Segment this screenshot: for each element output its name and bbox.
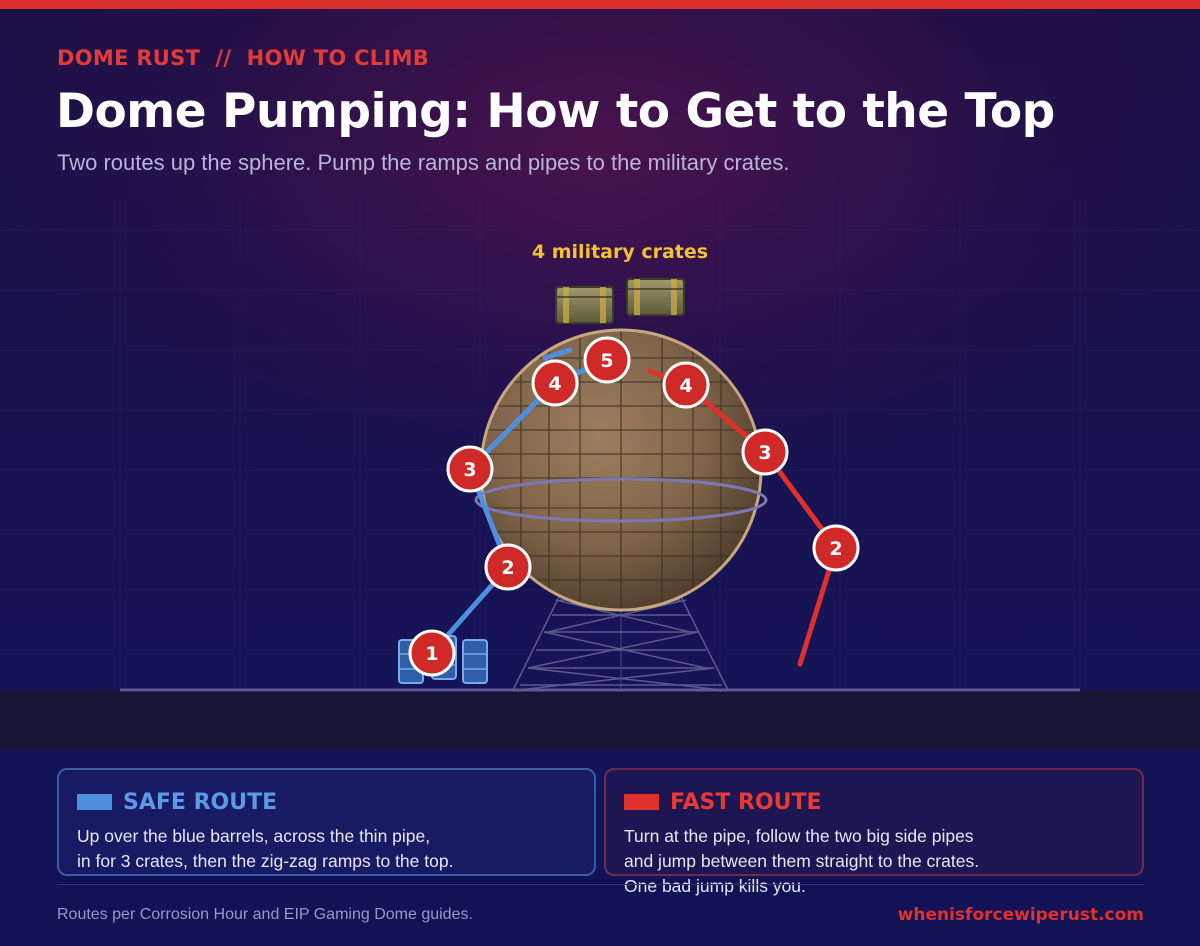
route-marker-fast-4: 4 <box>662 361 710 409</box>
safe-route-markers: 1 2 3 4 5 <box>408 336 631 677</box>
marker-number: 4 <box>679 375 692 397</box>
marker-number: 2 <box>501 557 514 579</box>
route-marker-fast-2: 2 <box>812 524 860 572</box>
kicker: DOME RUST // HOW TO CLIMB <box>57 46 430 70</box>
fast-route-swatch <box>624 794 659 810</box>
route-marker-safe-1: 1 <box>408 629 456 677</box>
military-crate-icon <box>555 286 614 324</box>
page-subtitle: Two routes up the sphere. Pump the ramps… <box>57 150 790 175</box>
safe-route-line: in for 3 crates, then the zig-zag ramps … <box>77 851 454 871</box>
marker-number: 1 <box>425 643 438 665</box>
marker-number: 2 <box>829 538 842 560</box>
footer-divider <box>57 884 1144 885</box>
footer-site-link[interactable]: whenisforcewiperust.com <box>897 905 1144 925</box>
military-crates <box>555 278 685 324</box>
tower-legs <box>512 594 729 691</box>
safe-route-card: SAFE ROUTE Up over the blue barrels, acr… <box>57 768 596 876</box>
footer-source: Routes per Corrosion Hour and EIP Gaming… <box>57 906 473 923</box>
marker-number: 4 <box>548 373 561 395</box>
top-accent-bar <box>0 0 1200 9</box>
page-title: Dome Pumping: How to Get to the Top <box>56 84 1055 139</box>
safe-route-ramp-top <box>542 347 573 361</box>
military-crate-icon <box>626 278 685 316</box>
route-marker-safe-5: 5 <box>583 336 631 384</box>
route-marker-safe-4: 4 <box>531 359 579 407</box>
route-marker-fast-3: 3 <box>741 428 789 476</box>
barrel <box>462 639 488 684</box>
marker-number: 3 <box>758 442 771 464</box>
safe-route-swatch <box>77 794 112 810</box>
fast-route-line: One bad jump kills you. <box>624 876 806 896</box>
fast-route-card: FAST ROUTE Turn at the pipe, follow the … <box>604 768 1144 896</box>
fast-route-line: and jump between them straight to the cr… <box>624 851 980 871</box>
route-marker-safe-2: 2 <box>484 543 532 591</box>
fast-route-markers: 2 3 4 <box>662 361 860 572</box>
marker-number: 5 <box>600 350 613 372</box>
fast-route-title: FAST ROUTE <box>670 789 822 815</box>
marker-number: 3 <box>463 459 476 481</box>
safe-route-line: Up over the blue barrels, across the thi… <box>77 826 431 846</box>
equator-ring <box>474 477 768 523</box>
crates-label: 4 military crates <box>532 241 708 263</box>
fast-route-line: Turn at the pipe, follow the two big sid… <box>624 826 974 846</box>
fast-route-description: Turn at the pipe, follow the two big sid… <box>624 824 1124 899</box>
ground-band <box>0 690 1200 750</box>
safe-route-description: Up over the blue barrels, across the thi… <box>77 824 576 874</box>
route-marker-safe-3: 3 <box>446 445 494 493</box>
safe-route-title: SAFE ROUTE <box>123 789 278 815</box>
